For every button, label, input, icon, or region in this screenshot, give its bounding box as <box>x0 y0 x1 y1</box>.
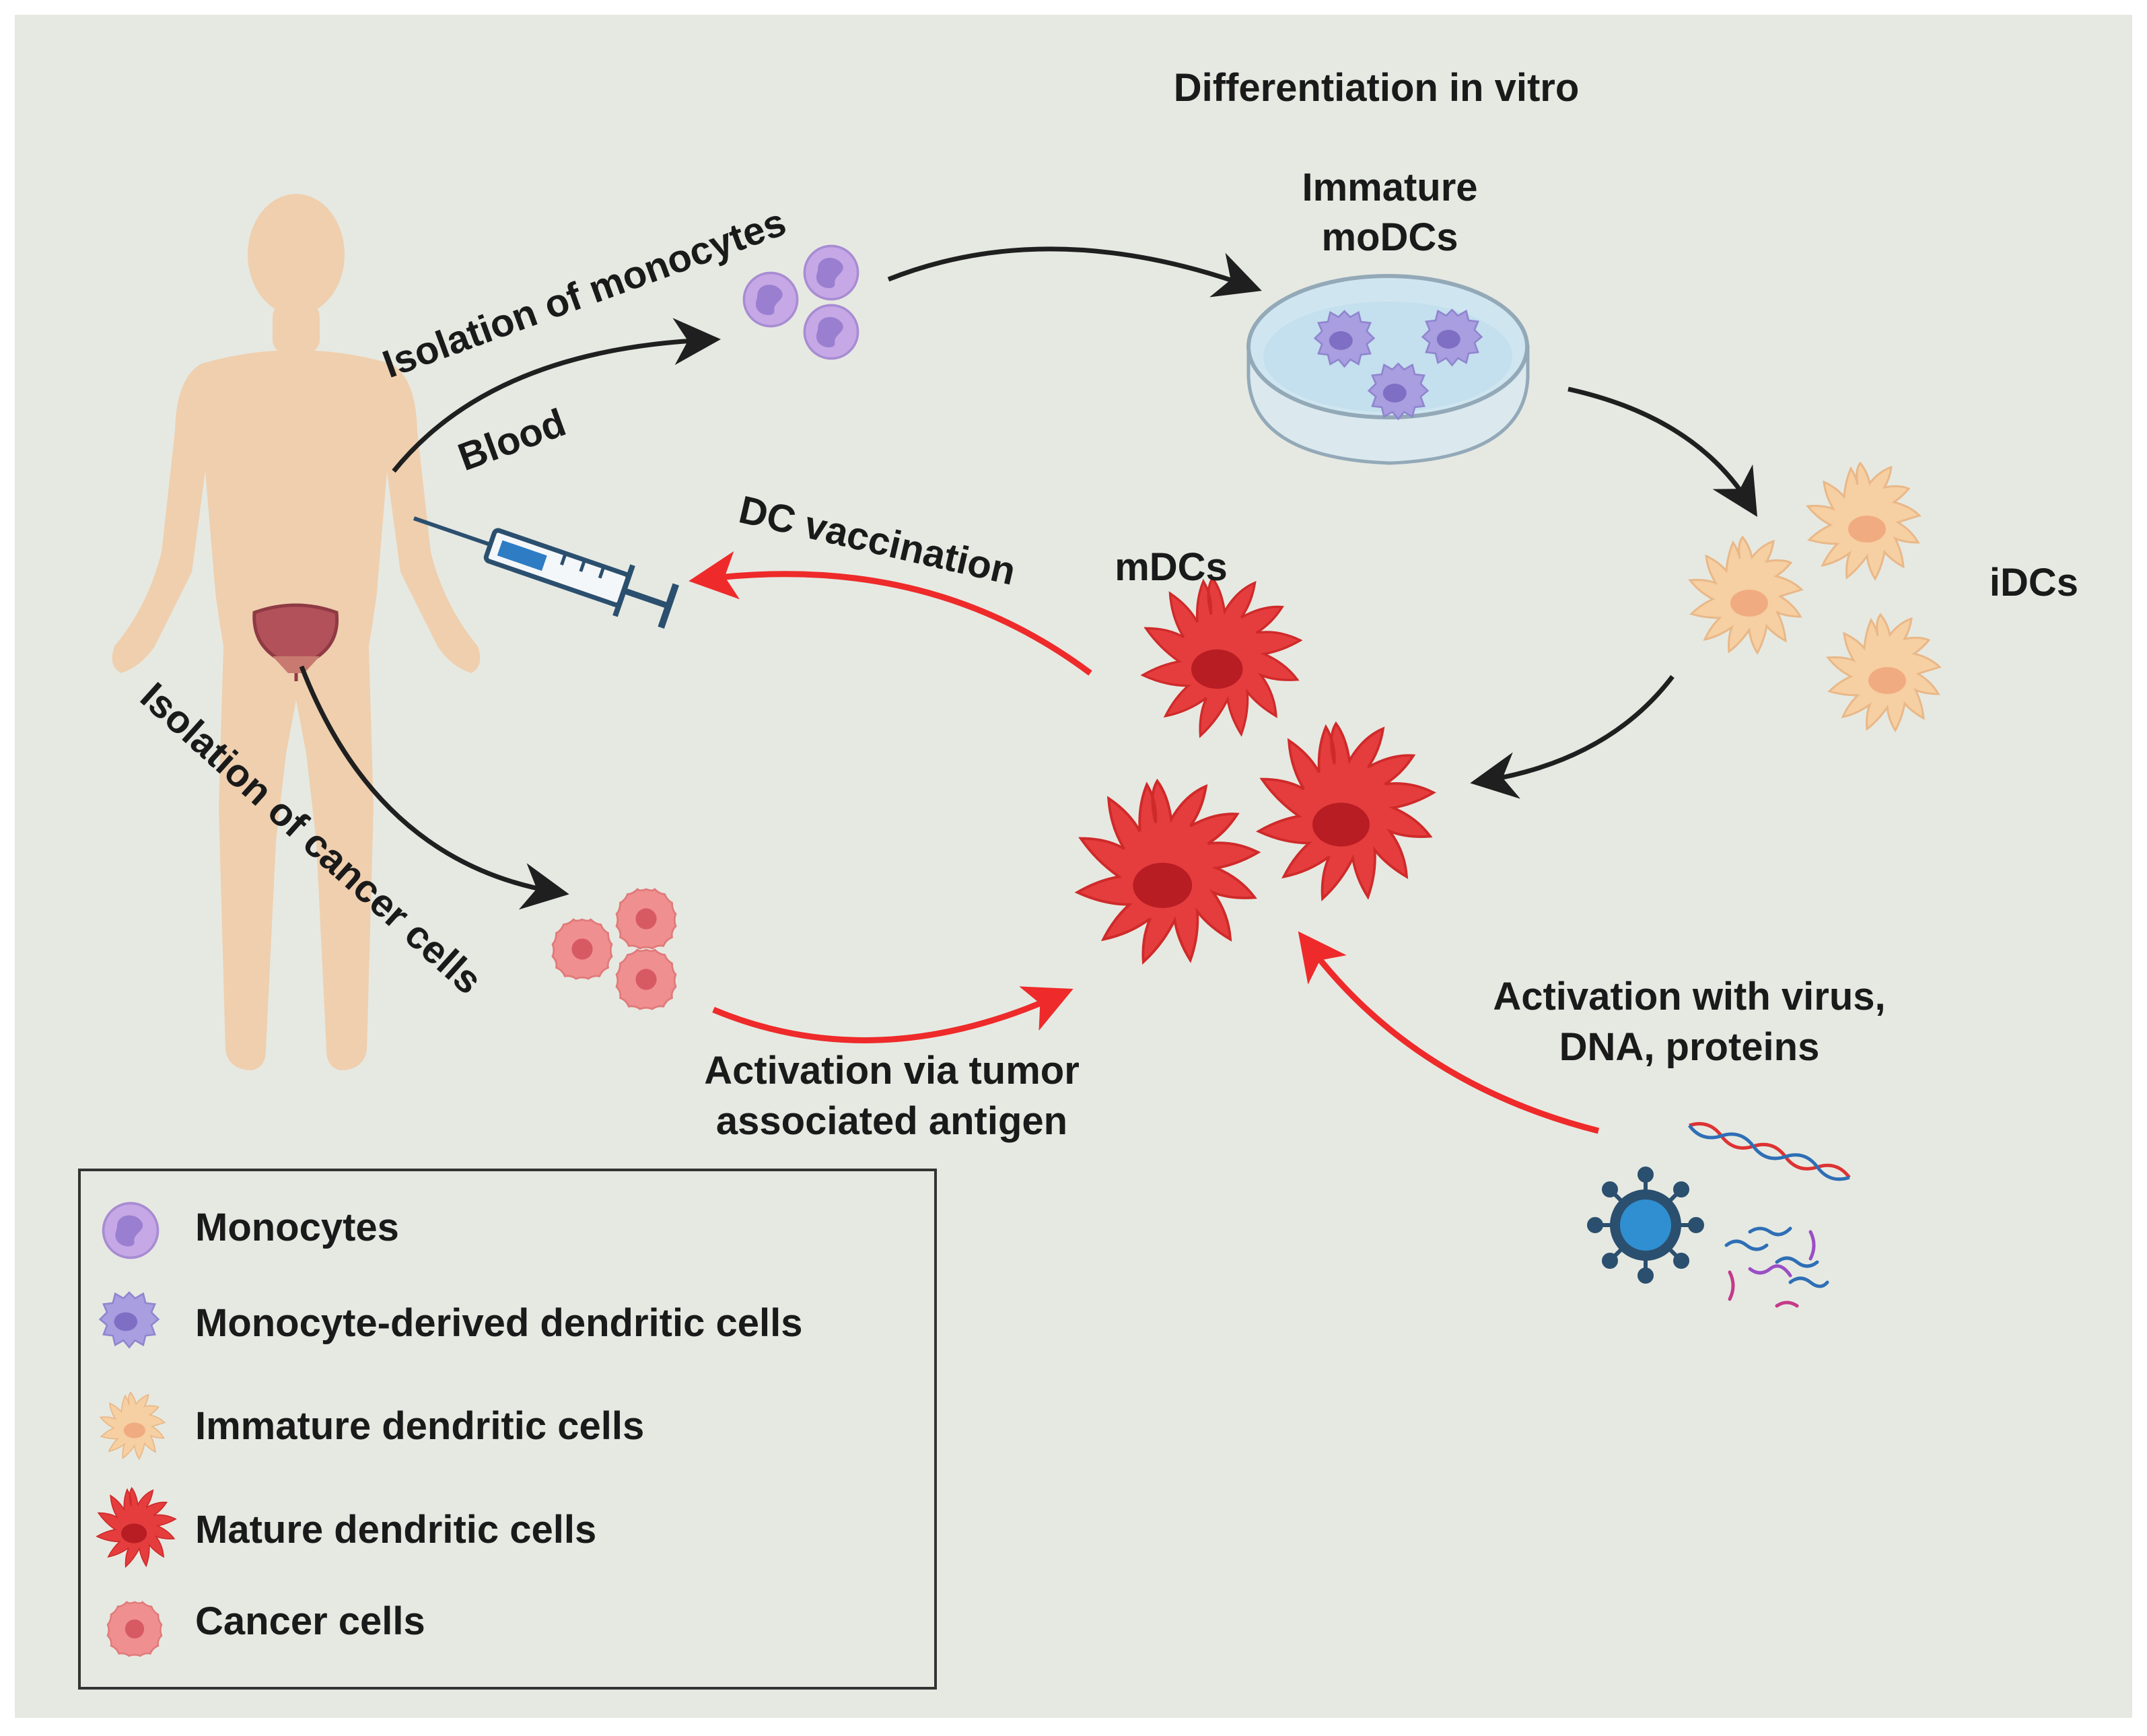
virus-icon <box>1587 1167 1704 1284</box>
idcs-label: iDCs <box>1990 561 2078 604</box>
mdcs-label: mDCs <box>1115 545 1228 589</box>
prostate-icon <box>252 603 339 681</box>
legend-label-monocytes: Monocytes <box>195 1206 399 1249</box>
immature-modcs-label-line2: moDCs <box>1321 215 1458 259</box>
legend-monocyte-icon <box>102 1202 160 1259</box>
arrow-blood-to-monocytes <box>392 318 721 473</box>
arrow-idcs-to-mdcs <box>1470 674 1675 799</box>
syringe-icon <box>413 516 680 629</box>
arrow-virus-activation <box>1298 931 1600 1134</box>
legend-cancer-cell-icon <box>106 1601 163 1657</box>
proteins-icon <box>1724 1226 1829 1308</box>
legend-label-idc: Immature dendritic cells <box>195 1404 644 1448</box>
dna-icon <box>1687 1121 1851 1181</box>
immature-modcs-label-line1: Immature <box>1302 166 1477 209</box>
arrow-dish-to-idcs <box>1568 386 1758 517</box>
arrow-prostate-to-cancer <box>299 665 569 910</box>
arrow-dc-vaccination <box>689 551 1092 676</box>
activation-tumor-label-line2: associated antigen <box>716 1099 1067 1143</box>
legend: Monocytes Monocyte-derived dendritic cel… <box>78 1169 937 1690</box>
activation-tumor-label-line1: Activation via tumor <box>704 1049 1080 1092</box>
legend-box <box>78 1169 937 1690</box>
legend-label-modc: Monocyte-derived dendritic cells <box>195 1301 802 1345</box>
legend-label-mdc: Mature dendritic cells <box>195 1508 596 1552</box>
arrows <box>299 246 1758 1134</box>
arrow-tumor-antigen <box>712 986 1074 1043</box>
differentiation-label: Differentiation in vitro <box>1174 66 1580 110</box>
human-body-figure <box>112 194 481 1070</box>
petri-dish-icon <box>1246 274 1530 465</box>
arrow-monocytes-to-dish <box>887 246 1262 298</box>
legend-label-cancer: Cancer cells <box>195 1599 425 1643</box>
activation-virus-label-line2: DNA, proteins <box>1559 1025 1820 1069</box>
activation-virus-label-line1: Activation with virus, <box>1493 975 1885 1018</box>
